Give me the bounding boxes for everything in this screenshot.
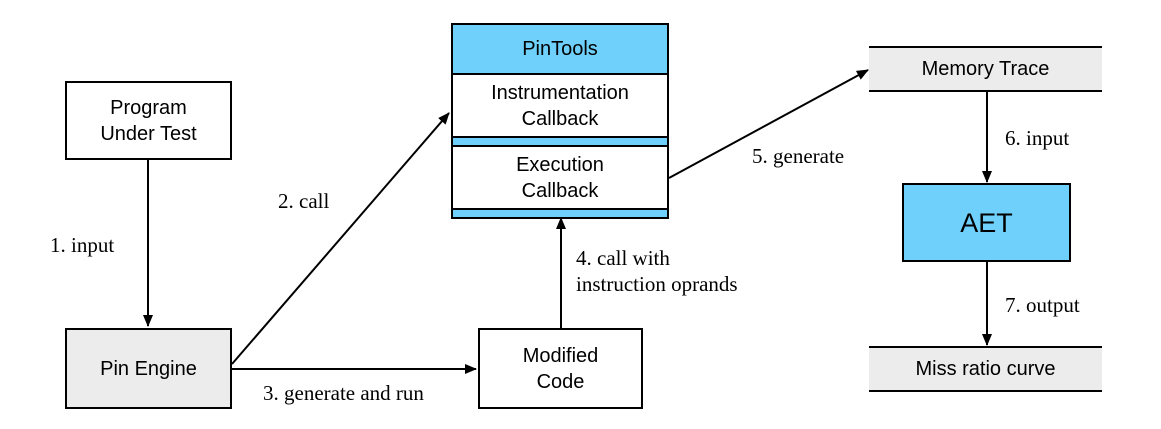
pintools-header-box: PinTools — [451, 23, 669, 75]
aet-label: AET — [960, 207, 1013, 238]
edge-label-generate-5: 5. generate — [752, 144, 845, 168]
miss-ratio-curve-label: Miss ratio curve — [915, 357, 1056, 380]
arrow-pintools-to-memory-trace — [668, 69, 869, 179]
edge-label-input-6: 6. input — [1005, 126, 1070, 150]
program-under-test-label: Program Under Test — [100, 96, 197, 145]
edge-label-input-1: 1. input — [50, 233, 115, 257]
instrumentation-callback-label: Instrumentation Callback — [491, 81, 629, 130]
edge-label-call-2: 2. call — [278, 189, 330, 213]
memory-trace-box: Memory Trace — [869, 46, 1102, 92]
program-under-test-box: Program Under Test — [65, 81, 232, 160]
miss-ratio-curve-box: Miss ratio curve — [869, 346, 1102, 392]
aet-box: AET — [902, 183, 1071, 262]
pin-engine-box: Pin Engine — [65, 328, 232, 409]
pin-engine-label: Pin Engine — [100, 357, 197, 380]
pintools-label: PinTools — [522, 38, 598, 60]
modified-code-label: Modified Code — [522, 344, 599, 393]
memory-trace-label: Memory Trace — [921, 57, 1050, 80]
arrow-pin-engine-to-pintools — [231, 112, 450, 365]
execution-callback-label: Execution Callback — [516, 153, 604, 202]
pintools-bottom-stripe — [451, 208, 669, 219]
execution-callback-box: Execution Callback — [451, 145, 669, 210]
edge-label-output-7: 7. output — [1005, 293, 1080, 317]
edge-label-generate-run-3: 3. generate and run — [263, 381, 424, 405]
instrumentation-callback-box: Instrumentation Callback — [451, 73, 669, 138]
edge-label-call-with-4: 4. call with instruction oprands — [576, 246, 738, 296]
modified-code-box: Modified Code — [478, 328, 643, 409]
